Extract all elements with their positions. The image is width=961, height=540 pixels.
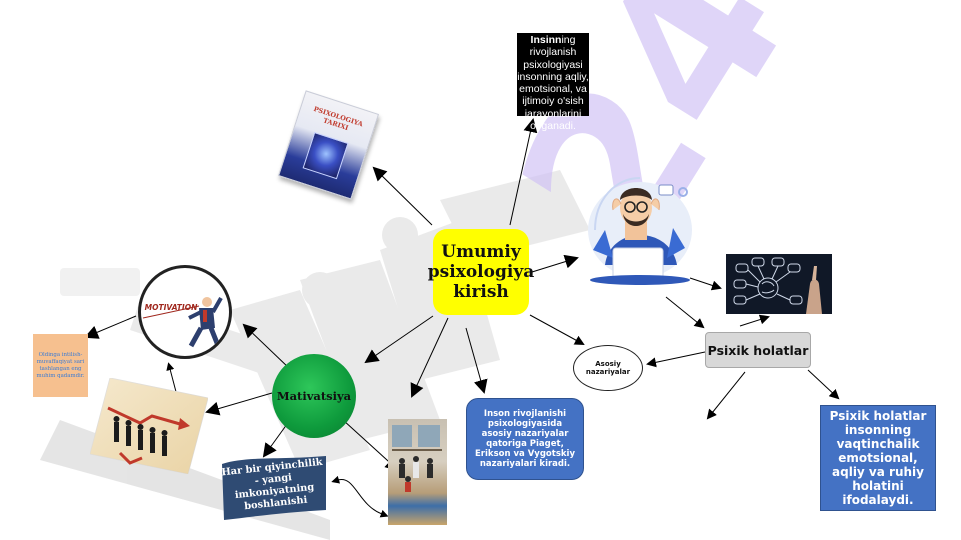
definition-box: Insinning rivojlanish psixologiyasi inso… bbox=[517, 33, 589, 133]
nazariyalar-box: Inson rivojlanishi psixologiyasida asosi… bbox=[466, 398, 584, 480]
psixik-holatlar-description: Psixik holatlar insonning vaqtinchalik e… bbox=[820, 405, 936, 511]
motivation-image: MOTIVATION bbox=[138, 265, 232, 359]
gym-photo bbox=[388, 419, 447, 525]
motivation-label: MOTIVATION bbox=[144, 303, 198, 312]
motivatsiya-node[interactable]: Mativatsiya bbox=[272, 354, 356, 438]
orange-quote-note: Oldinga intilish-muvaffaqiyat sari tashl… bbox=[33, 334, 88, 397]
stressed-person-icon bbox=[588, 177, 692, 285]
climbing-businessman-icon bbox=[142, 297, 223, 349]
central-topic[interactable]: Umumiy psixologiya kirish bbox=[428, 229, 534, 315]
business-team-icon bbox=[90, 378, 208, 474]
book-cover-art bbox=[302, 131, 349, 180]
brain-network-icon bbox=[726, 254, 832, 314]
asosiy-nazariyalar-node[interactable]: Asosiy nazariyalar bbox=[573, 345, 643, 391]
psixik-holatlar-node[interactable]: Psixik holatlar bbox=[705, 332, 811, 368]
quote-banner bbox=[222, 456, 326, 520]
